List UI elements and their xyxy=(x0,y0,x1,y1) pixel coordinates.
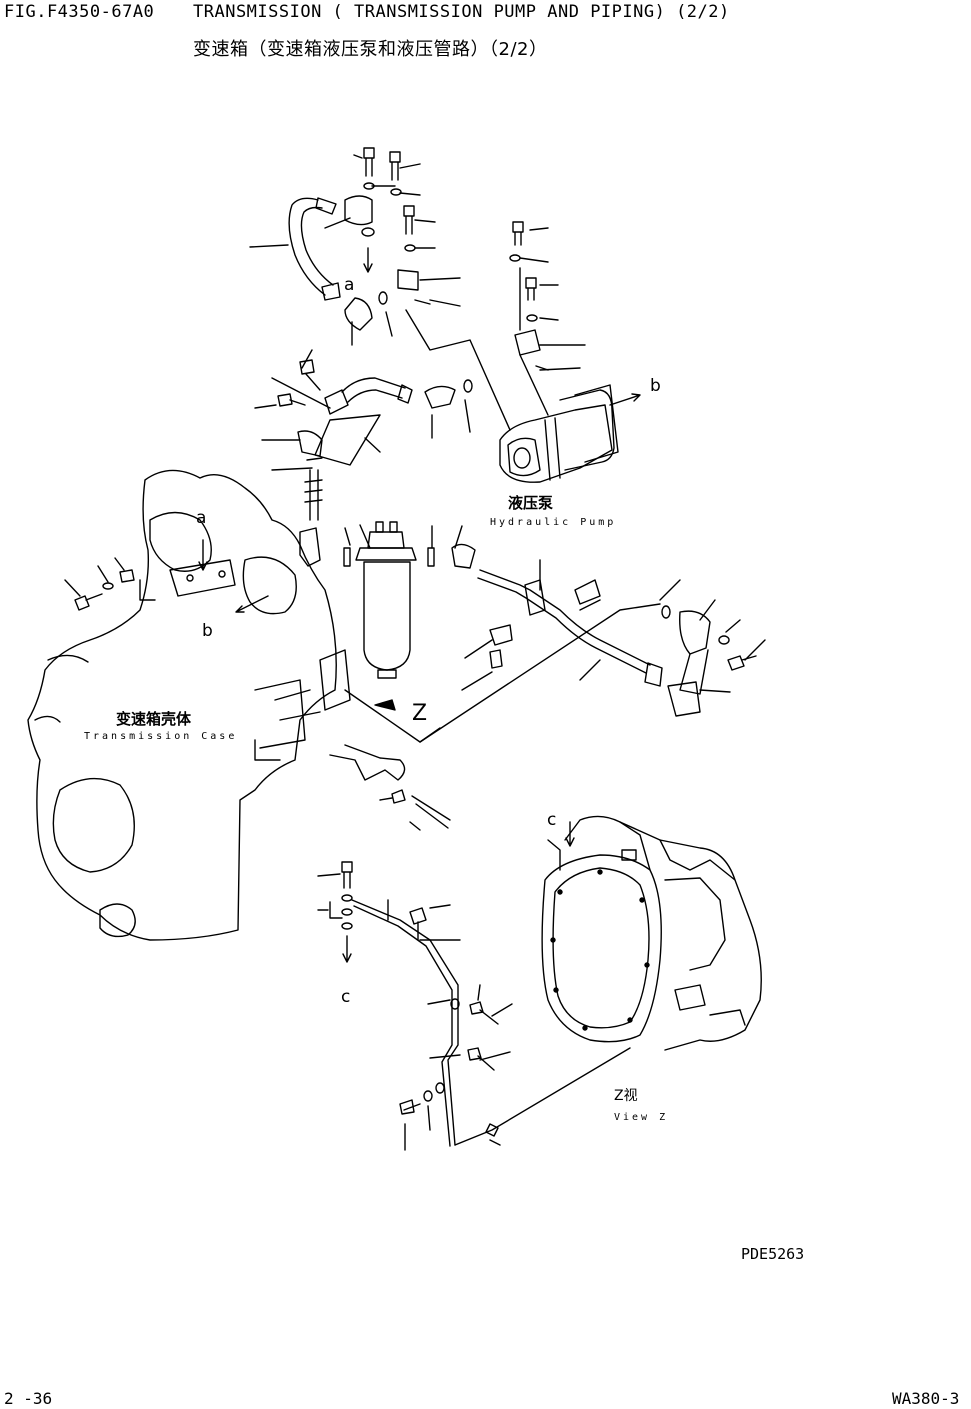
ref-a-top: a xyxy=(344,275,355,295)
model-number: WA380-3 xyxy=(892,1389,960,1408)
right-tube xyxy=(451,543,663,691)
case-label-en: Transmission Case xyxy=(84,731,238,742)
ref-a-case: a xyxy=(196,508,207,528)
drawing-code: PDE5263 xyxy=(741,1245,805,1263)
title-chinese: 变速箱（变速箱液压泵和液压管路）（2/2） xyxy=(193,39,548,60)
ref-b-case: b xyxy=(202,621,213,641)
case-bolts xyxy=(64,539,269,613)
title-english: TRANSMISSION ( TRANSMISSION PUMP AND PIP… xyxy=(193,2,730,22)
ref-z: Z xyxy=(412,701,428,726)
view-z-housing xyxy=(541,815,762,1051)
view-label-en: View Z xyxy=(614,1112,669,1123)
transmission-case xyxy=(27,469,351,941)
case-label-cn: 变速箱壳体 xyxy=(116,710,192,728)
right-elbow-bracket xyxy=(659,579,766,717)
pump-label-en: Hydraulic Pump xyxy=(490,517,617,528)
filter-assembly xyxy=(343,521,463,679)
page-number: 2 -36 xyxy=(4,1389,53,1408)
hydraulic-pump xyxy=(405,221,641,483)
figure-id: FIG.F4350-67A0 xyxy=(4,2,155,22)
lower-pipe-assembly xyxy=(317,861,631,1151)
view-label-cn: Z视 xyxy=(614,1088,638,1104)
pump-label-cn: 液压泵 xyxy=(508,494,554,512)
ref-c-bottom: c xyxy=(341,987,351,1007)
ref-c-top: c xyxy=(547,810,557,830)
ref-b-pump: b xyxy=(650,376,661,396)
connector-lines xyxy=(254,603,661,831)
upper-hose-assembly xyxy=(249,147,461,346)
mid-hose-block xyxy=(254,349,473,567)
